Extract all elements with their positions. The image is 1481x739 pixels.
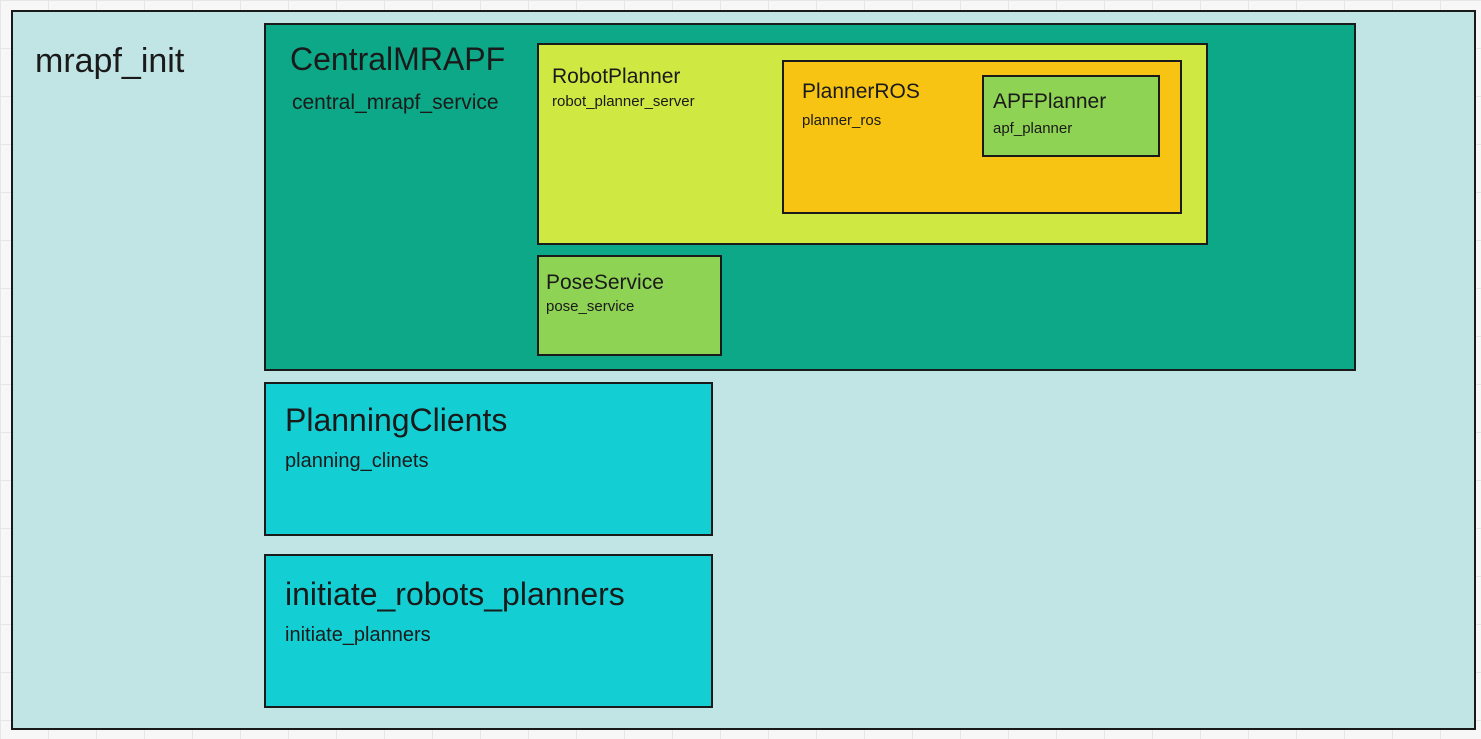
- apf-planner-block[interactable]: APFPlanner apf_planner: [982, 75, 1160, 157]
- apf-planner-node: apf_planner: [993, 120, 1073, 137]
- central-mrapf-title: CentralMRAPF: [290, 41, 506, 77]
- planning-clients-node: planning_clinets: [285, 450, 429, 472]
- pose-service-block[interactable]: PoseService pose_service: [537, 255, 722, 356]
- pose-service-title: PoseService: [546, 271, 664, 294]
- central-mrapf-node: central_mrapf_service: [292, 91, 499, 114]
- mrapf-init-title: mrapf_init: [35, 42, 185, 80]
- apf-planner-title: APFPlanner: [993, 90, 1107, 113]
- robot-planner-title: RobotPlanner: [552, 65, 681, 88]
- pose-service-node: pose_service: [546, 298, 635, 315]
- planning-clients-block[interactable]: PlanningClients planning_clinets: [264, 382, 713, 536]
- robot-planner-node: robot_planner_server: [552, 93, 695, 110]
- planner-ros-node: planner_ros: [802, 112, 882, 129]
- planner-ros-title: PlannerROS: [802, 80, 920, 103]
- initiate-robots-planners-title: initiate_robots_planners: [285, 576, 625, 612]
- initiate-robots-planners-block[interactable]: initiate_robots_planners initiate_planne…: [264, 554, 713, 708]
- planning-clients-title: PlanningClients: [285, 402, 508, 438]
- initiate-robots-planners-node: initiate_planners: [285, 624, 431, 646]
